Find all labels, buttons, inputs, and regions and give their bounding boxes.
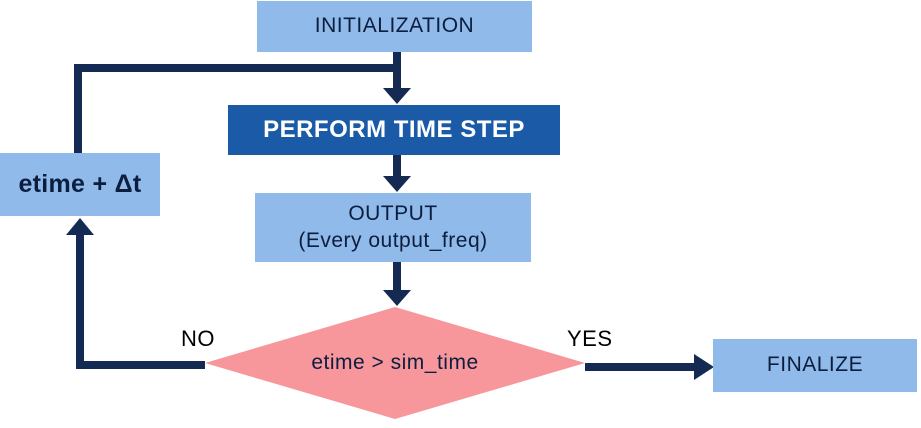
arrowhead-up-increment bbox=[66, 218, 94, 235]
node-perform-time-step-label: PERFORM TIME STEP bbox=[263, 116, 525, 143]
arrowhead-down-step bbox=[383, 88, 411, 104]
node-output[interactable]: OUTPUT (Every output_freq) bbox=[255, 193, 531, 262]
node-initialization-label: INITIALIZATION bbox=[314, 14, 475, 38]
node-output-label-line2: (Every output_freq) bbox=[298, 228, 488, 252]
node-finalize-label: FINALIZE bbox=[766, 353, 864, 377]
node-initialization[interactable]: INITIALIZATION bbox=[257, 1, 532, 52]
node-increment-label: etime + Δt bbox=[18, 169, 142, 198]
node-finalize[interactable]: FINALIZE bbox=[713, 339, 917, 392]
no-connector bbox=[76, 233, 205, 369]
loop-return-connector bbox=[74, 64, 397, 153]
arrowhead-down-decision bbox=[383, 290, 411, 306]
arrowhead-right-finalize bbox=[694, 354, 714, 380]
node-increment[interactable]: etime + Δt bbox=[0, 153, 160, 216]
arrowhead-down-output bbox=[383, 176, 411, 192]
node-decision-label: etime > sim_time bbox=[311, 350, 479, 374]
node-output-label-line1: OUTPUT bbox=[348, 202, 438, 226]
yes-branch-label: YES bbox=[567, 326, 613, 351]
no-branch-label: NO bbox=[181, 326, 215, 351]
node-perform-time-step[interactable]: PERFORM TIME STEP bbox=[228, 105, 560, 155]
